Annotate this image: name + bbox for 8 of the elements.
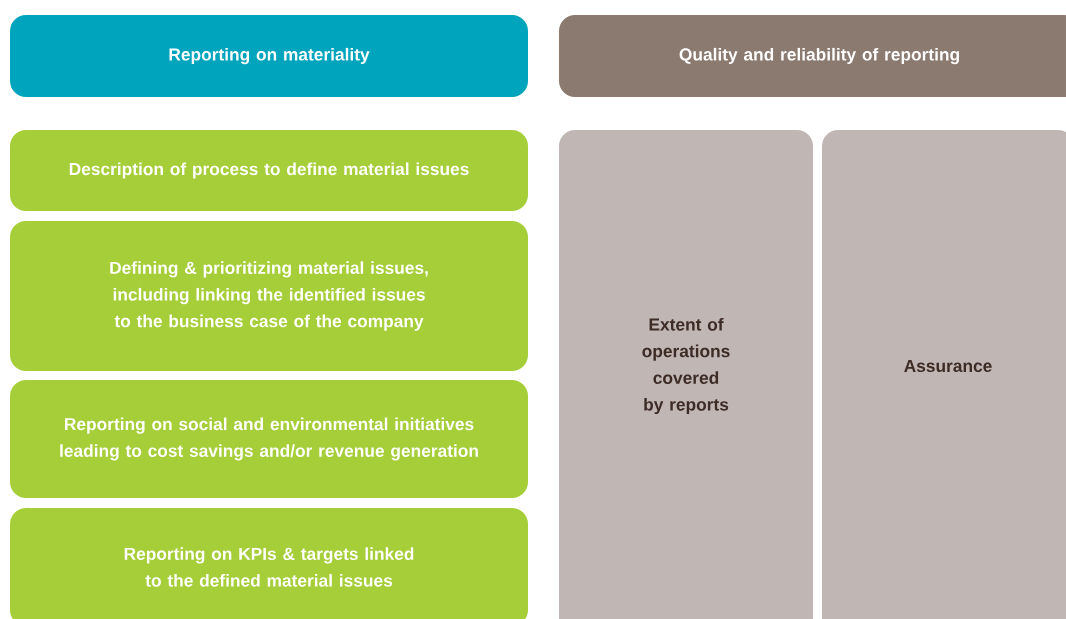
topic-box: Reporting on social and environmental initiatives leading to cost savings and/or revenue generation — [10, 380, 528, 498]
header-box: Reporting on materiality — [10, 15, 528, 97]
topic-box: Description of process to define material issues — [10, 130, 528, 211]
header-box: Quality and reliability of reporting — [559, 15, 1066, 97]
topic-box: Reporting on KPIs & targets linked to the defined material issues — [10, 508, 528, 619]
topic-box: Defining & prioritizing material issues, including linking the identified issues to the business case of the company — [10, 221, 528, 371]
column-box: Assurance — [822, 130, 1066, 619]
column-box: Extent of operations covered by reports — [559, 130, 813, 619]
